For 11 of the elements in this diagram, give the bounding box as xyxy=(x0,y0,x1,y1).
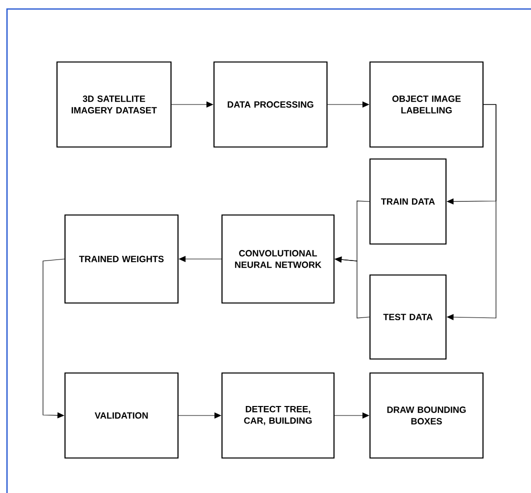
process-box: TRAIN DATA xyxy=(369,158,447,245)
process-box: DRAW BOUNDING BOXES xyxy=(369,372,484,459)
process-box: DATA PROCESSING xyxy=(213,61,328,148)
process-box: TEST DATA xyxy=(369,274,447,360)
arrow xyxy=(42,258,65,418)
process-box: OBJECT IMAGE LABELLING xyxy=(369,61,484,148)
process-box: 3D SATELLITE IMAGERY DATASET xyxy=(56,61,172,148)
process-box: CONVOLUTIONAL NEURAL NETWORK xyxy=(221,214,335,304)
process-box: DETECT TREE, CAR, BUILDING xyxy=(221,372,335,459)
process-box: TRAINED WEIGHTS xyxy=(64,214,179,304)
process-box: VALIDATION xyxy=(64,372,179,459)
